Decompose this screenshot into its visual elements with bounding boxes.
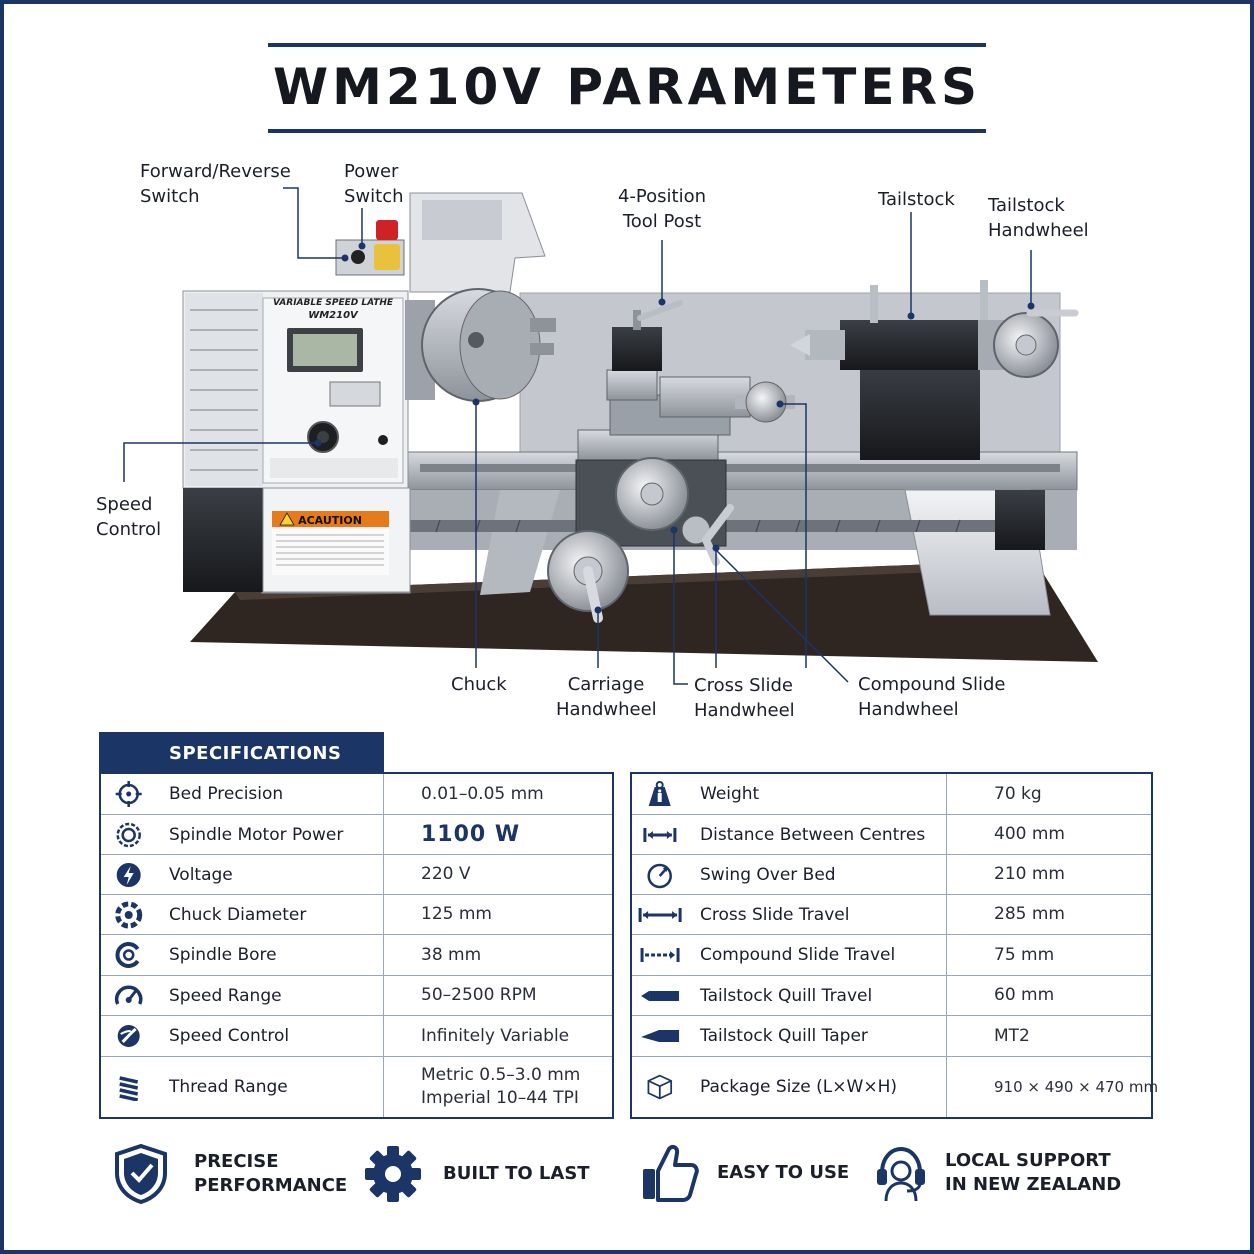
lathe-illustration: VARIABLE SPEED LATHE WM210V ACAUTION [123, 187, 1098, 685]
spec-row: Bed Precision 0.01–0.05 mm [101, 774, 612, 814]
cross-travel-icon [632, 901, 688, 929]
title-rule-top [268, 43, 986, 47]
panel-heading: VARIABLE SPEED LATHE [273, 298, 394, 308]
spec-value: 60 mm [994, 985, 1055, 1005]
bore-icon [101, 941, 157, 969]
spec-row: Spindle Bore 38 mm [101, 934, 612, 975]
feature-easy-to-use: EASY TO USE [641, 1143, 849, 1203]
spec-label: Swing Over Bed [700, 864, 836, 885]
specs-table-left: Bed Precision 0.01–0.05 mm Spindle Motor P… [99, 772, 614, 1119]
spec-label: Tailstock Quill Taper [700, 1026, 868, 1046]
spec-value: 1100 W [421, 822, 521, 847]
quill-icon [632, 982, 688, 1010]
spec-row: Tailstock Quill Taper MT2 [632, 1015, 1151, 1056]
specs-table-right: Weight 70 kg Distance Between Centres 400 m… [630, 772, 1158, 1119]
spec-value: 125 mm [421, 904, 492, 924]
spec-label: Distance Between Centres [700, 824, 926, 845]
spec-row: Speed Control Infinitely Variable [101, 1015, 612, 1056]
spec-row: Speed Range 50–2500 RPM [101, 975, 612, 1015]
spec-label: Compound Slide Travel [700, 945, 896, 965]
gauge-icon [101, 982, 157, 1010]
callout-tailstock: Tailstock [878, 189, 955, 210]
package-icon [632, 1073, 688, 1101]
spec-row: Voltage 220 V [101, 854, 612, 894]
tool-post [612, 327, 662, 371]
spec-row: Distance Between Centres 400 mm [632, 814, 1151, 854]
gear-icon [365, 1146, 421, 1202]
spec-label: Cross Slide Travel [700, 904, 850, 925]
spec-label: Weight [700, 784, 760, 804]
spec-label: Speed Control [169, 1026, 290, 1046]
spec-value: 70 kg [994, 783, 1042, 804]
spec-value: 220 V [421, 864, 471, 884]
spec-value: 400 mm [994, 824, 1065, 844]
spec-row: Package Size (L×W×H) 910 × 490 × 470 mm [632, 1056, 1158, 1117]
motor-icon [101, 821, 157, 849]
distance-icon [632, 821, 688, 849]
spec-label: Speed Range [169, 985, 282, 1006]
page-title: WM210V PARAMETERS [272, 58, 981, 116]
callout-leaders [123, 187, 1032, 685]
spec-row: Swing Over Bed 210 mm [632, 854, 1151, 894]
spec-value: 38 mm [421, 944, 482, 965]
speed-control-icon [101, 1022, 157, 1050]
spec-value: 910 × 490 × 470 mm [994, 1077, 1159, 1096]
feature-built-to-last: BUILT TO LAST [364, 1145, 590, 1203]
title-rule-bottom [268, 129, 986, 133]
spec-label: Spindle Motor Power [169, 824, 344, 845]
callout-chuck: Chuck [451, 674, 507, 695]
spec-row: Spindle Motor Power 1100 W [101, 814, 612, 854]
shield-icon [115, 1143, 167, 1205]
spec-value: 285 mm [994, 904, 1065, 924]
lightning-icon [101, 861, 157, 889]
spec-value: 50–2500 RPM [421, 985, 537, 1005]
spec-label: Tailstock Quill Travel [700, 985, 873, 1006]
spec-row: Compound Slide Travel 75 mm [632, 934, 1151, 975]
spec-value: Infinitely Variable [421, 1025, 570, 1046]
spec-value: 210 mm [994, 864, 1065, 884]
chuck-icon [101, 901, 157, 929]
specifications-tab: SPECIFICATIONS [99, 732, 384, 774]
weight-icon [632, 780, 688, 808]
spec-value: 0.01–0.05 mm [421, 783, 544, 804]
spec-row: Cross Slide Travel 285 mm [632, 894, 1151, 934]
spec-value: 75 mm [994, 944, 1055, 965]
spec-label: Thread Range [169, 1077, 288, 1097]
spec-row: Tailstock Quill Travel 60 mm [632, 975, 1151, 1015]
spec-label: Spindle Bore [169, 945, 277, 965]
crosshair-icon [101, 780, 157, 808]
compound-travel-icon [632, 941, 688, 969]
headset-icon [877, 1146, 925, 1202]
spec-label: Bed Precision [169, 784, 284, 804]
panel-model: WM210V [308, 310, 359, 321]
thumbs-up-icon [643, 1144, 699, 1202]
thread-chart [185, 293, 263, 486]
tailstock [860, 365, 980, 460]
spec-value: MT2 [994, 1025, 1030, 1046]
spec-label: Chuck Diameter [169, 904, 307, 925]
spec-label: Package Size (L×W×H) [700, 1077, 897, 1097]
spec-label: Voltage [169, 864, 233, 885]
spec-row: Weight 70 kg [632, 774, 1151, 814]
swing-icon [632, 861, 688, 889]
spring-icon [101, 1073, 157, 1101]
taper-icon [632, 1022, 688, 1050]
spec-row: Chuck Diameter 125 mm [101, 894, 612, 934]
caution-label: ACAUTION [298, 514, 362, 527]
